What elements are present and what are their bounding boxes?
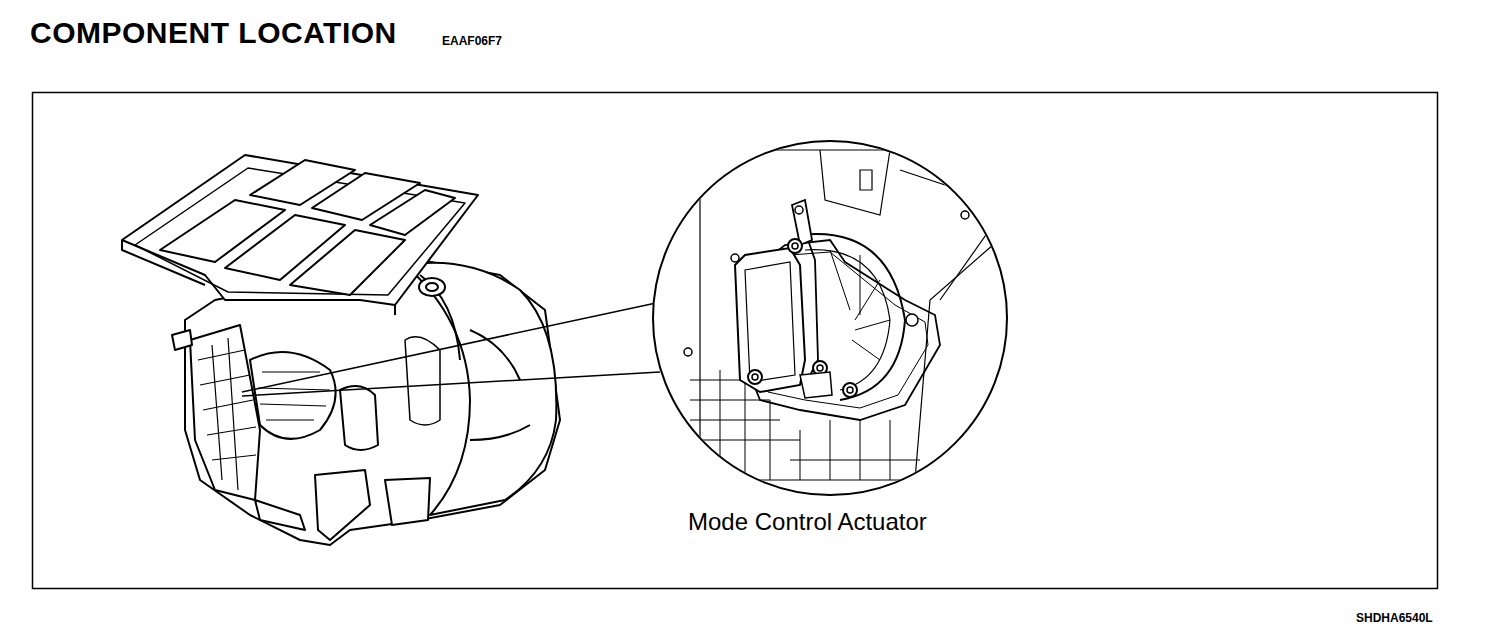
line-art (258, 372, 330, 420)
line-art (788, 239, 802, 253)
line-art (735, 248, 805, 392)
line-art (315, 470, 370, 540)
line-art (805, 250, 890, 390)
leader-wedge (242, 303, 660, 396)
line-art (340, 386, 378, 450)
magnifier-circle (653, 141, 1007, 495)
line-art (748, 370, 762, 384)
line-art (212, 338, 238, 490)
line-art (172, 330, 192, 350)
line-art (745, 262, 795, 382)
page-title: COMPONENT LOCATION (30, 16, 397, 50)
line-art (752, 374, 758, 380)
line-art (122, 240, 395, 315)
line-art (290, 230, 405, 295)
line-art (820, 150, 890, 215)
line-art (470, 330, 530, 440)
line-art (792, 243, 798, 249)
line-art (690, 370, 920, 480)
frame-border (33, 93, 1438, 589)
line-art (198, 350, 256, 460)
hvac-unit (172, 260, 560, 545)
line-art (700, 150, 1010, 480)
line-art (817, 365, 823, 371)
line-art (190, 325, 260, 500)
line-art (385, 478, 430, 525)
line-art (684, 348, 692, 356)
line-art (830, 250, 890, 360)
line-art (906, 314, 918, 326)
duct-grid (122, 155, 478, 315)
line-art (242, 372, 660, 396)
section-code: EAAF06F7 (442, 34, 502, 48)
actuator-detail (684, 150, 1010, 480)
line-art (370, 190, 455, 235)
part-name: Mode Control Actuator (686, 508, 929, 536)
line-art (800, 372, 832, 398)
line-art (795, 206, 803, 214)
line-art (900, 170, 1000, 300)
line-art (242, 303, 656, 392)
line-art (419, 278, 445, 296)
line-art (122, 155, 478, 305)
line-art (847, 387, 853, 393)
line-art (961, 211, 969, 219)
line-art (255, 500, 305, 530)
line-art (426, 283, 438, 291)
line-art (800, 234, 905, 400)
line-art (843, 383, 857, 397)
figure-code: SHDHA6540L (1356, 611, 1433, 625)
